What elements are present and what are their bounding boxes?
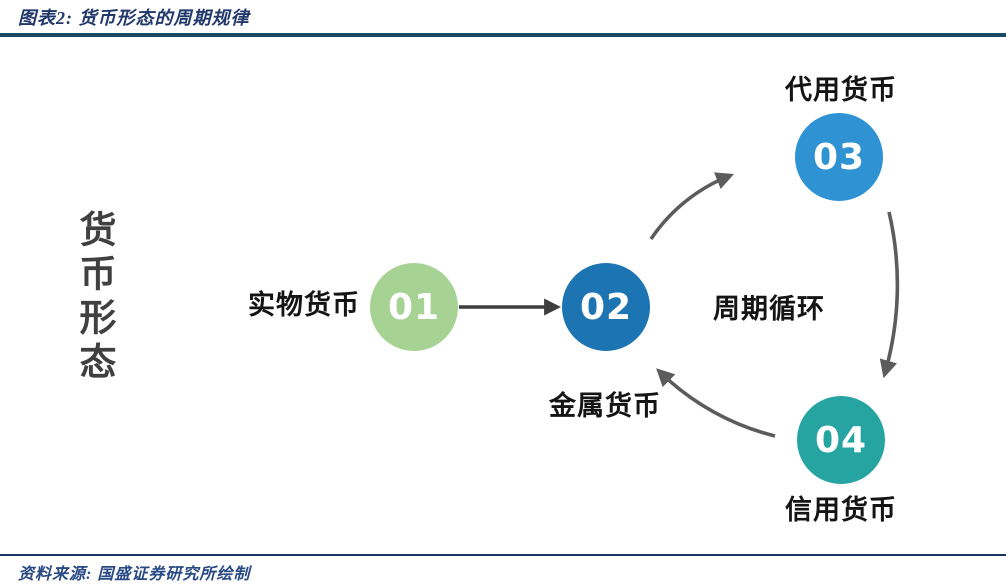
node-04-number: 04	[814, 419, 868, 461]
node-01-number: 01	[387, 286, 441, 328]
source-note: 资料来源: 国盛证券研究所绘制	[18, 566, 251, 583]
figure-title: 图表2: 货币形态的周期规律	[18, 8, 250, 28]
arrow-03-to-04	[879, 211, 900, 379]
arrow-02-to-03	[649, 172, 735, 241]
node-02-label: 金属货币	[549, 391, 661, 422]
node-03-token-currency: 03	[795, 113, 883, 201]
node-01-label: 实物货币	[248, 290, 360, 321]
node-04-label: 信用货币	[785, 495, 897, 526]
node-01-physical-currency: 01	[370, 263, 458, 351]
diagram-vertical-title: 货币形态	[73, 210, 116, 386]
node-04-credit-currency: 04	[797, 396, 885, 484]
node-02-number: 02	[579, 286, 633, 328]
node-03-label: 代用货币	[785, 75, 897, 106]
header-rule	[0, 33, 1006, 37]
arrow-04-to-02	[656, 368, 776, 438]
node-03-number: 03	[812, 136, 866, 178]
cycle-center-label: 周期循环	[713, 294, 825, 325]
node-02-metal-currency: 02	[562, 263, 650, 351]
footer-rule	[0, 554, 1006, 556]
